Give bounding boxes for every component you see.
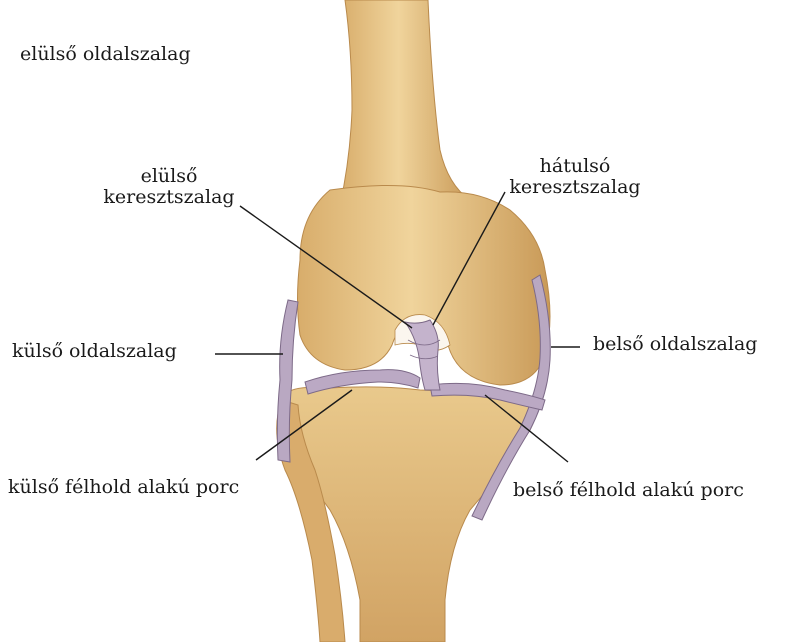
label-anterior-collateral: elülső oldalszalag [20, 44, 191, 65]
label-anterior-cruciate: elülső keresztszalag [94, 166, 244, 208]
label-posterior-cruciate-line1: hátulsó [505, 156, 645, 177]
label-anterior-cruciate-line2: keresztszalag [94, 187, 244, 208]
label-medial-meniscus: belső félhold alakú porc [513, 480, 744, 501]
label-lateral-collateral: külső oldalszalag [12, 341, 177, 362]
label-anterior-cruciate-line1: elülső [94, 166, 244, 187]
label-posterior-cruciate: hátulsó keresztszalag [505, 156, 645, 198]
label-lateral-meniscus: külső félhold alakú porc [8, 477, 239, 498]
label-medial-collateral: belső oldalszalag [593, 334, 757, 355]
label-posterior-cruciate-line2: keresztszalag [505, 177, 645, 198]
femur-shaft [340, 0, 470, 205]
